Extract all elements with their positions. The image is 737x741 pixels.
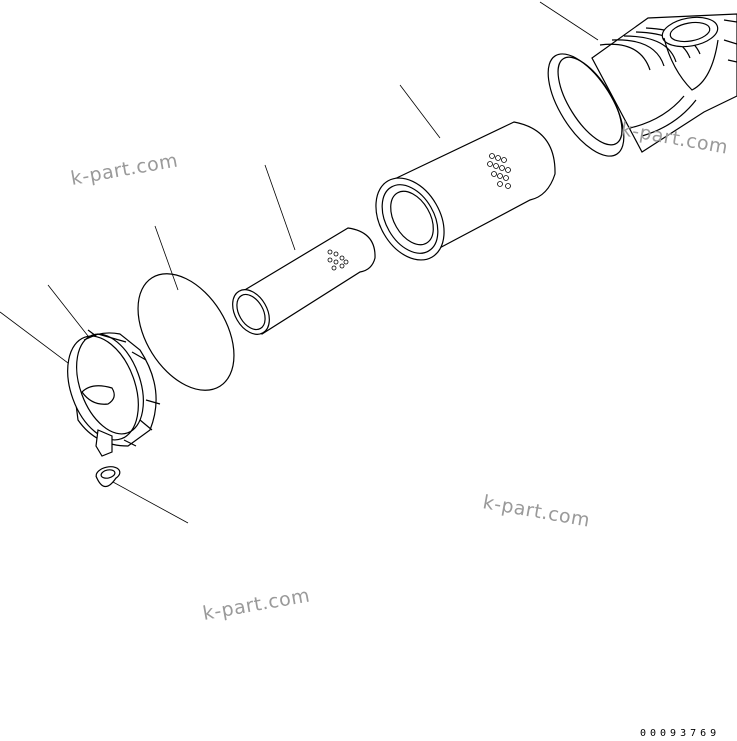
evacuator-valve [95, 466, 121, 488]
outer-element-vent-holes [487, 153, 511, 189]
leader-line-outer-element [399, 84, 441, 139]
gasket [137, 273, 235, 391]
watermark-text: k-part.com [69, 149, 180, 189]
inner-element-vent-holes [327, 249, 349, 271]
air-cleaner-cover [67, 329, 161, 457]
outer-filter-element [375, 121, 556, 261]
leader-line-valve [112, 481, 189, 524]
leader-line-gasket [154, 225, 179, 291]
watermark-text: k-part.com [201, 584, 312, 624]
air-cleaner-housing [547, 13, 737, 157]
leader-line-inner-element [264, 164, 296, 251]
leader-lines [0, 1, 599, 524]
watermark-text: k-part.com [481, 491, 592, 531]
drawing-code: 00093769 [640, 728, 720, 739]
leader-line-cover-clamp [47, 284, 89, 337]
leader-line-housing [539, 1, 599, 41]
inner-filter-element [232, 227, 376, 335]
